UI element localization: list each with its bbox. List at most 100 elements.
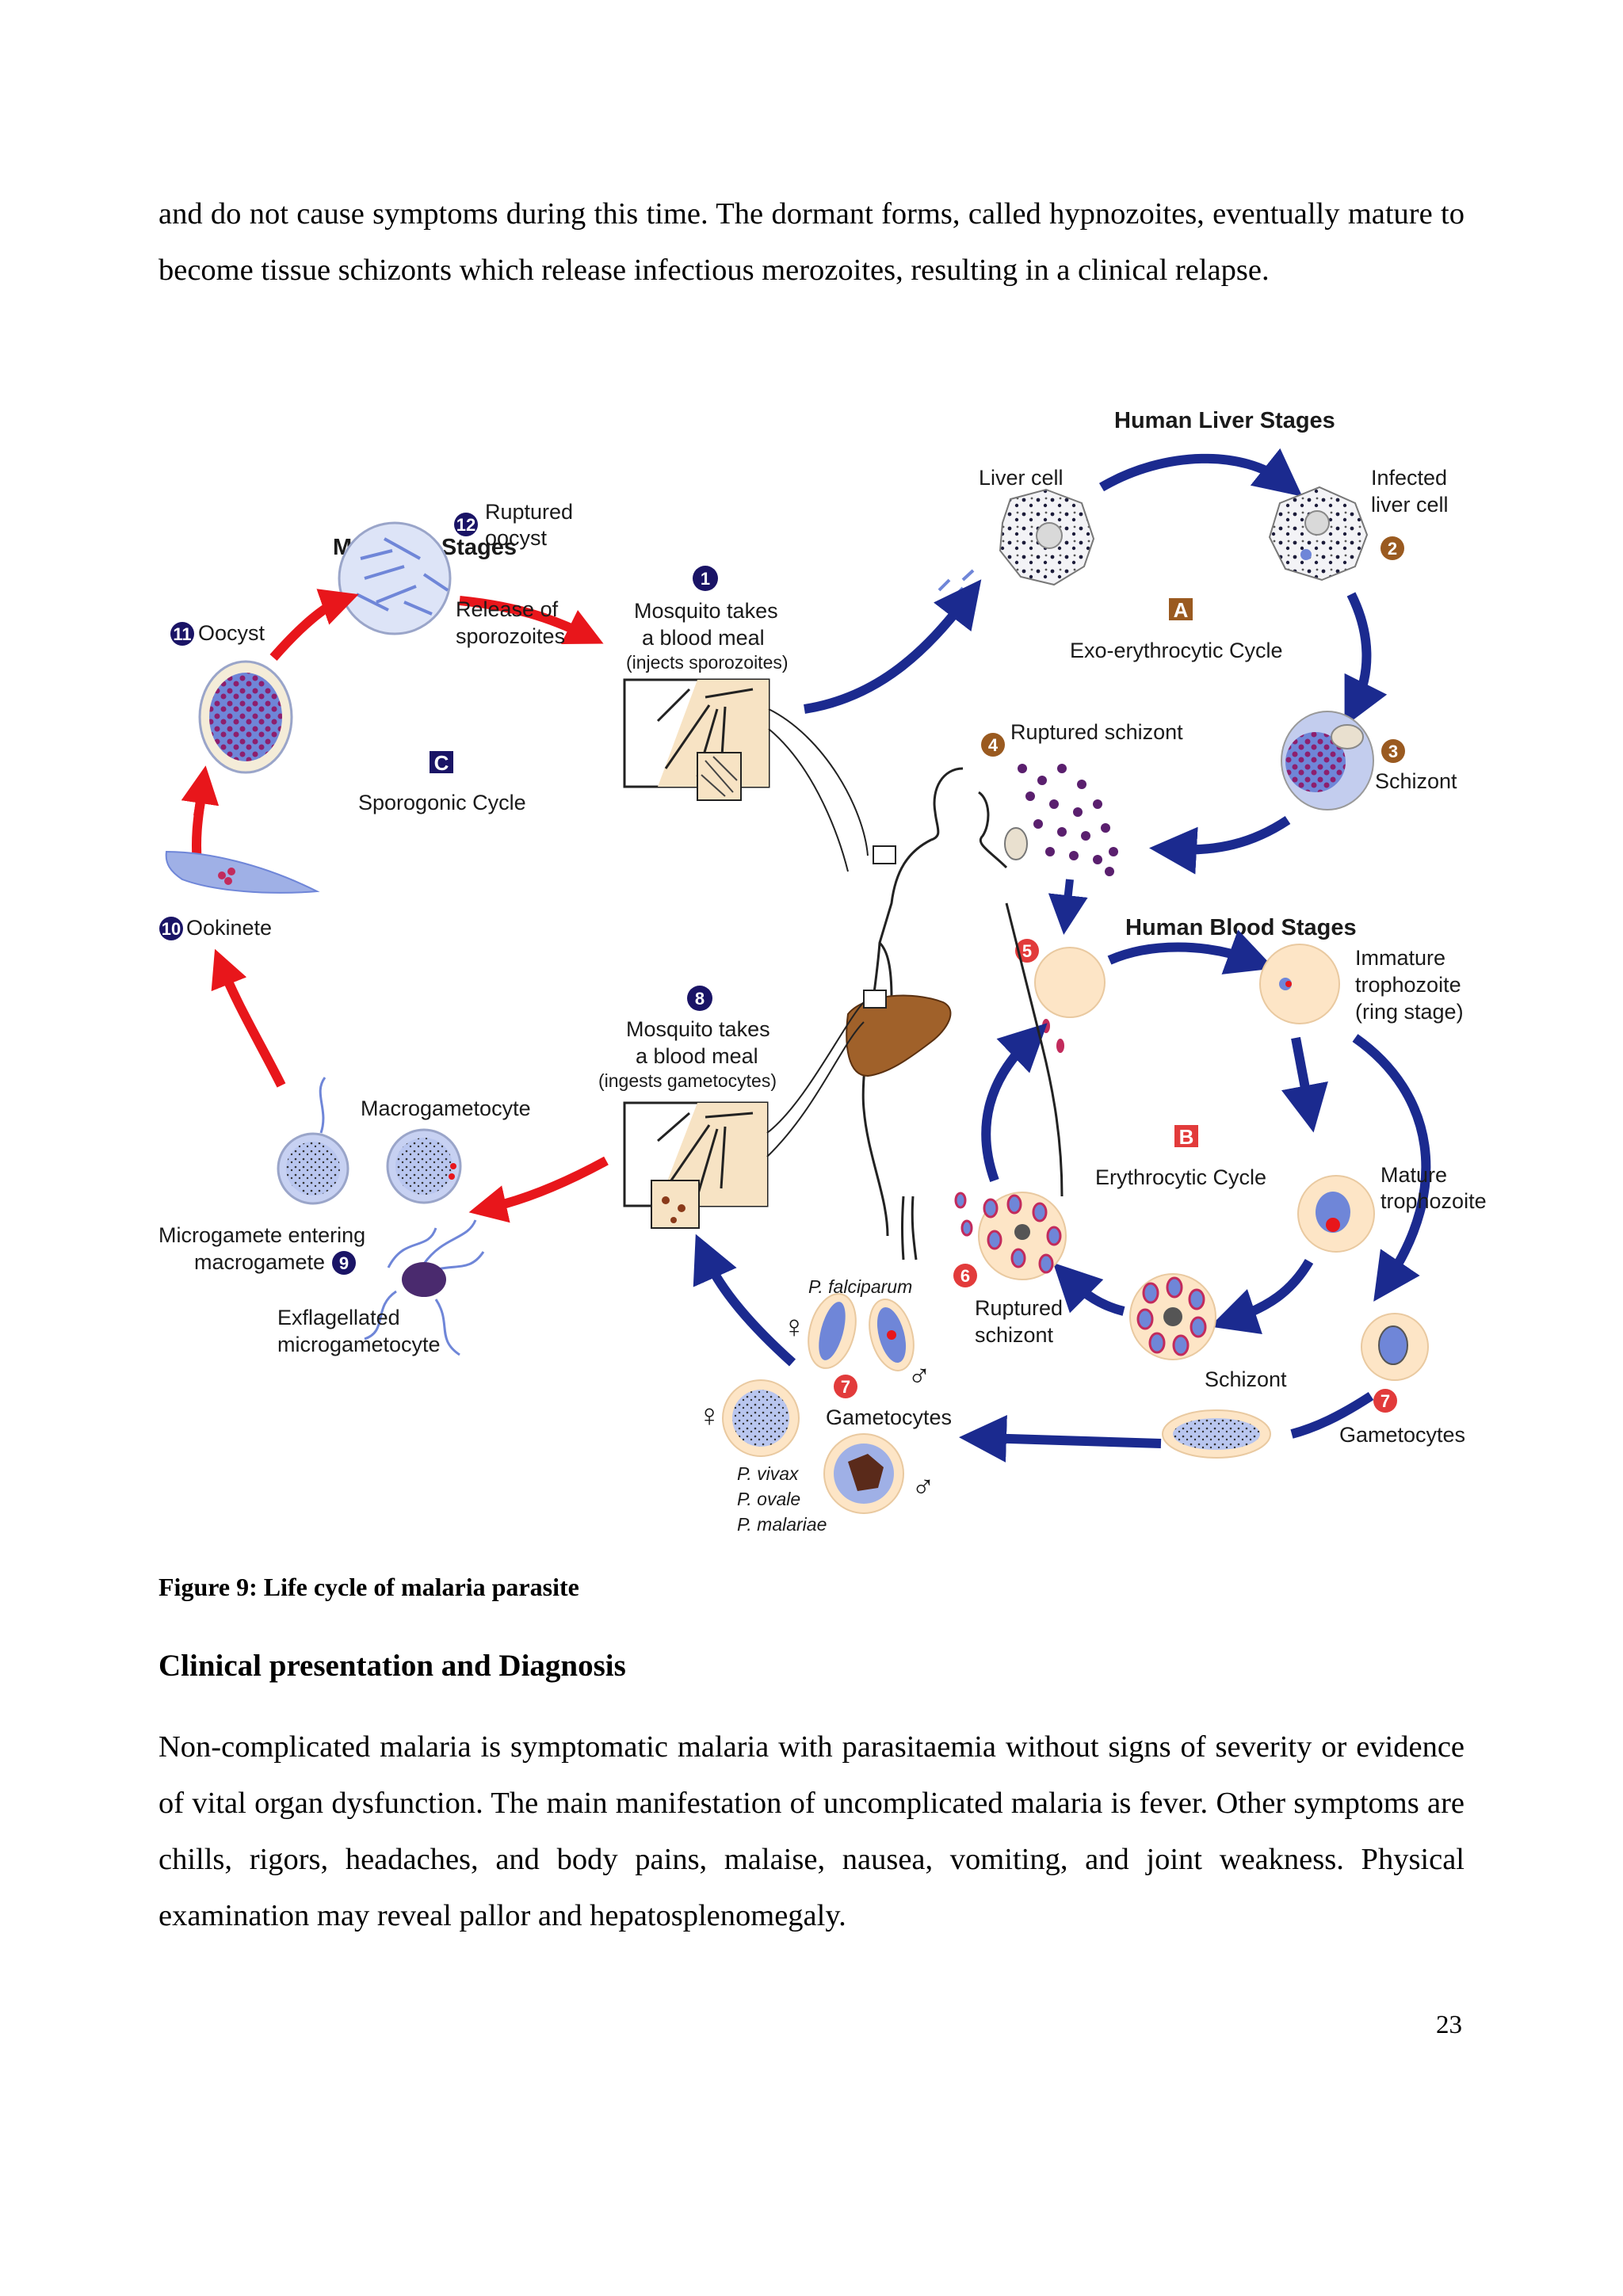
arrow-ring-to-gametocyte: [1352, 1034, 1431, 1302]
badge-7-left: 7: [834, 1375, 857, 1398]
label-sporozoites: sporozoites: [456, 624, 565, 648]
pigment-icon: [1163, 1307, 1182, 1326]
svg-text:11: 11: [173, 624, 191, 644]
label-immature: Immature: [1355, 946, 1445, 970]
svg-text:1: 1: [701, 569, 710, 589]
label-liver-cell: Liver cell: [979, 466, 1064, 490]
label-sporogonic-cycle: Sporogonic Cycle: [358, 791, 526, 814]
arrow-rbc-to-ring: [1107, 929, 1275, 974]
arrow-infected-to-schizont: [1344, 592, 1388, 727]
arrow-to-gametocytes-left: [959, 1414, 1162, 1463]
sporozoites-icon: [938, 569, 975, 602]
svg-text:C: C: [434, 751, 449, 775]
svg-text:2: 2: [1388, 539, 1397, 559]
intro-paragraph: and do not cause symptoms during this ti…: [158, 197, 1465, 287]
badge-7-right: 7: [1373, 1389, 1397, 1413]
label-mosquito-takes-1: Mosquito takes: [634, 599, 778, 623]
label-ingests-gametocytes: (ingests gametocytes): [598, 1070, 777, 1091]
badge-4: 4: [981, 733, 1005, 757]
arrow-gametocytes-to-mosquito: [693, 1234, 796, 1367]
label-p-vivax: P. vivax: [737, 1463, 800, 1484]
label-mature: Mature: [1381, 1163, 1447, 1187]
svg-text:9: 9: [339, 1253, 349, 1273]
label-exo-erythrocytic-cycle: Exo-erythrocytic Cycle: [1070, 639, 1283, 662]
arrow-zygote-to-ookinete: [211, 948, 286, 1088]
parasite-icon: [1300, 549, 1312, 560]
arrow-mature-to-schizont: [1209, 1258, 1314, 1334]
label-microgametocyte: microgametocyte: [277, 1333, 441, 1356]
svg-text:5: 5: [1022, 941, 1032, 961]
female-symbol: ♀: [782, 1310, 806, 1344]
label-gametocytes-right: Gametocytes: [1339, 1423, 1465, 1447]
badge-12: 12: [454, 513, 478, 536]
nucleus-icon: [1004, 827, 1028, 860]
label-macrogametocyte: Macrogametocyte: [361, 1097, 531, 1120]
badge-3: 3: [1381, 739, 1405, 763]
label-schizont-blood: Schizont: [1205, 1367, 1287, 1391]
cycle-b-badge: B: [1174, 1125, 1198, 1149]
body-paragraph: Non-complicated malaria is symptomatic m…: [158, 1730, 1465, 1932]
ruptured-schizont-icon: [1018, 764, 1118, 876]
schizont-merozoites-icon: [1136, 1276, 1207, 1356]
label-ruptured-oocyst: Ruptured: [485, 500, 573, 524]
label-trophozoite: trophozoite: [1355, 973, 1461, 997]
exflagellated-microgametocyte-icon: [364, 1219, 485, 1356]
svg-text:10: 10: [162, 919, 181, 939]
merozoite-icon: [1056, 1039, 1064, 1053]
male-symbol: ♂: [911, 1470, 935, 1505]
label-ring-stage: (ring stage): [1355, 1000, 1464, 1024]
released-merozoites-icon: [954, 1192, 1062, 1274]
label-oocyst: Oocyst: [198, 621, 265, 645]
label-gametocytes-left: Gametocytes: [826, 1405, 952, 1429]
svg-text:4: 4: [988, 735, 999, 755]
red-blood-cell-icon: [1034, 947, 1106, 1018]
male-symbol: ♂: [907, 1359, 931, 1394]
ookinete-icon: [165, 850, 320, 894]
badge-2: 2: [1381, 536, 1404, 560]
label-ruptured: Ruptured: [975, 1296, 1063, 1320]
badge-10: 10: [159, 917, 183, 940]
arrow-gametocyte-tail: [1290, 1391, 1374, 1439]
nucleus-icon: [1331, 724, 1364, 749]
cycle-a-badge: A: [1169, 598, 1193, 622]
page-number: 23: [1436, 2011, 1462, 2039]
ruptured-oocyst-icon: [338, 521, 452, 635]
label-blood-meal-8: a blood meal: [636, 1044, 758, 1068]
label-infected: Infected: [1371, 466, 1447, 490]
header-blood-stages: Human Blood Stages: [1125, 915, 1357, 940]
header-liver-stages: Human Liver Stages: [1114, 408, 1335, 433]
section-heading: Clinical presentation and Diagnosis: [158, 1649, 626, 1683]
ring-stage-cell-icon: [1259, 944, 1340, 1024]
malaria-life-cycle-figure: Human Liver Stages Mosquito Stages Human…: [151, 396, 1514, 1537]
label-microgamete-entering: Microgamete entering: [158, 1223, 365, 1247]
nucleus-icon: [1304, 510, 1330, 536]
arrow-oocyst-to-ruptured: [269, 589, 359, 661]
label-mosquito-takes-8: Mosquito takes: [626, 1017, 770, 1041]
badge-1: 1: [693, 566, 718, 591]
arm-marker-icon: [863, 990, 887, 1009]
arrow-ruptured-to-rbc: [981, 1023, 1048, 1183]
label-macrogamete: macrogamete: [194, 1250, 325, 1274]
label-trophozoite-mature: trophozoite: [1381, 1189, 1487, 1213]
merozoite-icon: [1042, 1019, 1050, 1033]
badge-6: 6: [953, 1264, 977, 1287]
arrow-merozoites-to-blood: [1048, 879, 1088, 935]
svg-text:A: A: [1174, 598, 1189, 622]
label-release-of: Release of: [456, 597, 559, 621]
svg-text:6: 6: [960, 1266, 970, 1286]
arrow-schizont-to-ruptured-blood: [1052, 1262, 1125, 1316]
label-p-ovale: P. ovale: [737, 1489, 800, 1509]
label-liver-cell-2: liver cell: [1371, 493, 1449, 517]
label-p-malariae: P. malariae: [737, 1514, 827, 1535]
sporozoites-icon: [356, 537, 449, 616]
badge-11: 11: [170, 622, 194, 646]
badge-5: 5: [1015, 939, 1039, 963]
mosquito-icon: [657, 1112, 754, 1197]
arrow-liver-to-infected: [1098, 448, 1303, 497]
svg-text:12: 12: [456, 515, 475, 535]
arrow-schizont-to-ruptured: [1149, 816, 1291, 875]
badge-9: 9: [332, 1251, 356, 1275]
label-schizont-liver: Schizont: [1375, 769, 1457, 793]
svg-text:7: 7: [841, 1377, 850, 1397]
label-erythrocytic-cycle: Erythrocytic Cycle: [1095, 1165, 1266, 1189]
